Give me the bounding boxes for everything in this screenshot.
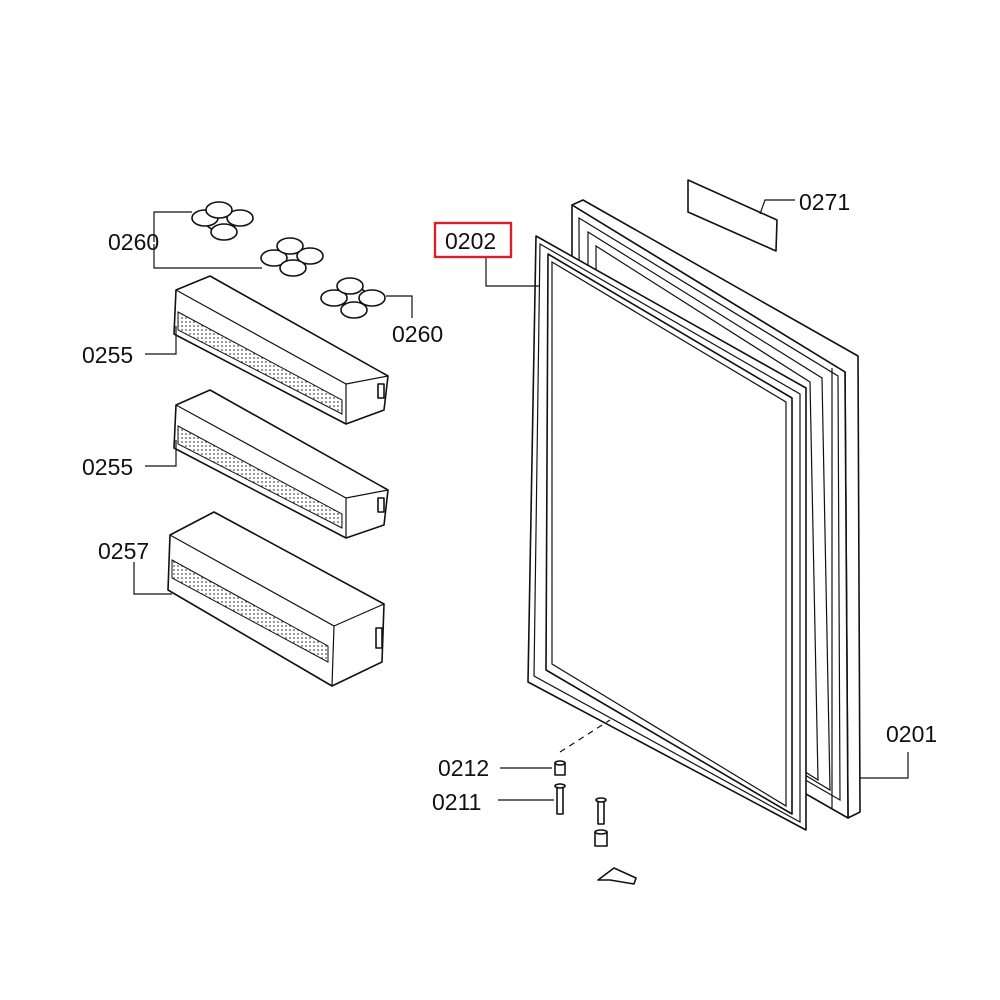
- callout-0271: 0271: [799, 189, 850, 215]
- egg-tray-bottom[interactable]: [320, 277, 386, 319]
- hinge-screw-0211[interactable]: [554, 783, 566, 815]
- leader-lines: [133, 199, 909, 801]
- callout-0260-lower: 0260: [392, 321, 443, 347]
- egg-tray-top[interactable]: [191, 201, 254, 241]
- bottle-shelf-0257[interactable]: [167, 511, 385, 687]
- callout-0212: 0212: [438, 755, 489, 781]
- callout-0255-lower: 0255: [82, 454, 133, 480]
- label-plate-0271[interactable]: [687, 179, 778, 252]
- callout-0201: 0201: [886, 721, 937, 747]
- egg-tray-middle[interactable]: [260, 237, 324, 277]
- hinge-axis-line: [559, 719, 611, 753]
- door-shelf-upper-0255[interactable]: [173, 275, 389, 425]
- callout-0202[interactable]: 0202: [445, 228, 496, 254]
- callout-0260-upper: 0260: [108, 229, 159, 255]
- callout-0211: 0211: [432, 789, 481, 815]
- door-gasket-0202[interactable]: [527, 235, 807, 831]
- hinge-pin-lower[interactable]: [594, 797, 637, 885]
- door-shelf-lower-0255[interactable]: [173, 389, 389, 539]
- hinge-bushing-0212[interactable]: [554, 760, 566, 776]
- callout-0202-highlight-box: [433, 221, 513, 259]
- callout-0255-upper: 0255: [82, 342, 133, 368]
- callout-0257: 0257: [98, 538, 149, 564]
